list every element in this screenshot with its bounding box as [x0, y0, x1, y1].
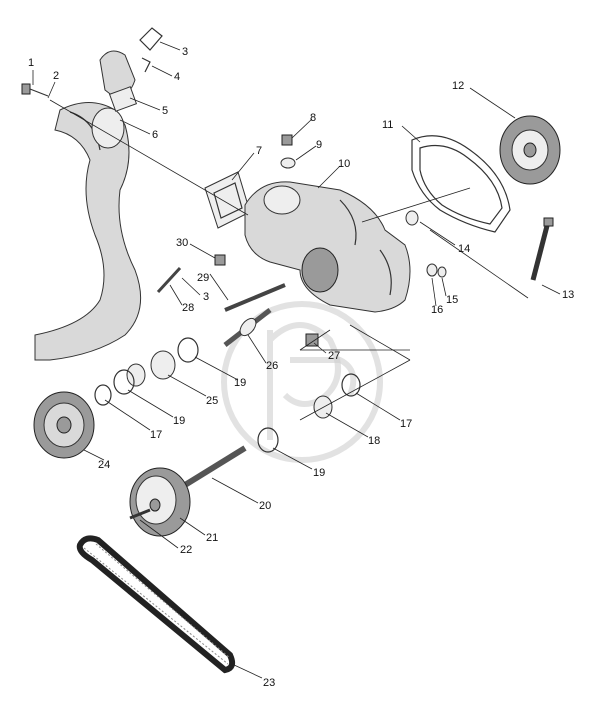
callout-label-26: 26 [266, 360, 278, 372]
callout-label-30: 30 [176, 237, 188, 249]
logo-watermark-icon [221, 301, 383, 463]
callout-label-4: 4 [174, 71, 180, 83]
bolt-part-13 [530, 217, 554, 281]
drive-shaft-part-20 [183, 445, 247, 488]
coolant-pipe-part [34, 102, 142, 361]
right-bearing-parts [257, 373, 361, 453]
callout-label-10: 10 [338, 158, 350, 170]
studs-parts [156, 266, 286, 312]
callout-label-21: 21 [206, 532, 218, 544]
callout-label-25: 25 [206, 395, 218, 407]
callout-label-9: 9 [316, 139, 322, 151]
callout-labels: 1 2 3 3 4 5 6 7 8 9 10 11 12 13 14 15 16… [28, 46, 574, 689]
nut-part-30 [214, 254, 226, 266]
gasket-part-11 [411, 135, 511, 233]
callout-label-14: 14 [458, 243, 470, 255]
small-fittings-parts [405, 210, 447, 278]
callout-label-27: 27 [328, 350, 340, 362]
bearing-rings-parts [94, 337, 199, 406]
gasket-part-7 [204, 171, 251, 229]
callout-label-17-right: 17 [400, 418, 412, 430]
pulley-part-24 [33, 391, 95, 459]
impeller-part [499, 115, 561, 185]
callout-label-18: 18 [368, 435, 380, 447]
callout-label-23: 23 [263, 677, 275, 689]
callout-label-29: 29 [197, 272, 209, 284]
pulley-part-21 [129, 467, 191, 537]
thermostat-fitting-part [99, 27, 163, 112]
callout-label-2: 2 [53, 70, 59, 82]
callout-label-19-upper: 19 [234, 377, 246, 389]
callout-label-22: 22 [180, 544, 192, 556]
callout-label-1: 1 [28, 57, 34, 69]
callout-label-17-left: 17 [150, 429, 162, 441]
pump-shaft-part [223, 308, 272, 347]
callout-label-6: 6 [152, 129, 158, 141]
callout-label-19-lower: 19 [313, 467, 325, 479]
callout-label-7: 7 [256, 145, 262, 157]
callout-label-5: 5 [162, 105, 168, 117]
callout-label-15: 15 [446, 294, 458, 306]
drive-belt-part [76, 535, 236, 674]
water-pump-housing-part [244, 181, 411, 313]
callout-label-11: 11 [382, 119, 393, 131]
callout-label-19-left: 19 [173, 415, 185, 427]
callout-label-16: 16 [431, 304, 443, 316]
callout-label-20: 20 [259, 500, 271, 512]
callout-label-24: 24 [98, 459, 110, 471]
callout-label-3-left: 3 [203, 291, 209, 303]
callout-leaders [32, 41, 561, 679]
callout-label-12: 12 [452, 80, 464, 92]
plug-parts-8-9 [280, 134, 296, 169]
callout-label-3-top: 3 [182, 46, 188, 58]
callout-label-8: 8 [310, 112, 316, 124]
seal-part-27 [305, 333, 319, 347]
bolt-part-1 [21, 83, 49, 97]
callout-label-28: 28 [182, 302, 194, 314]
bolt-part-22 [129, 508, 151, 520]
callout-label-13: 13 [562, 289, 574, 301]
assembly-guide-lines [49, 99, 529, 421]
